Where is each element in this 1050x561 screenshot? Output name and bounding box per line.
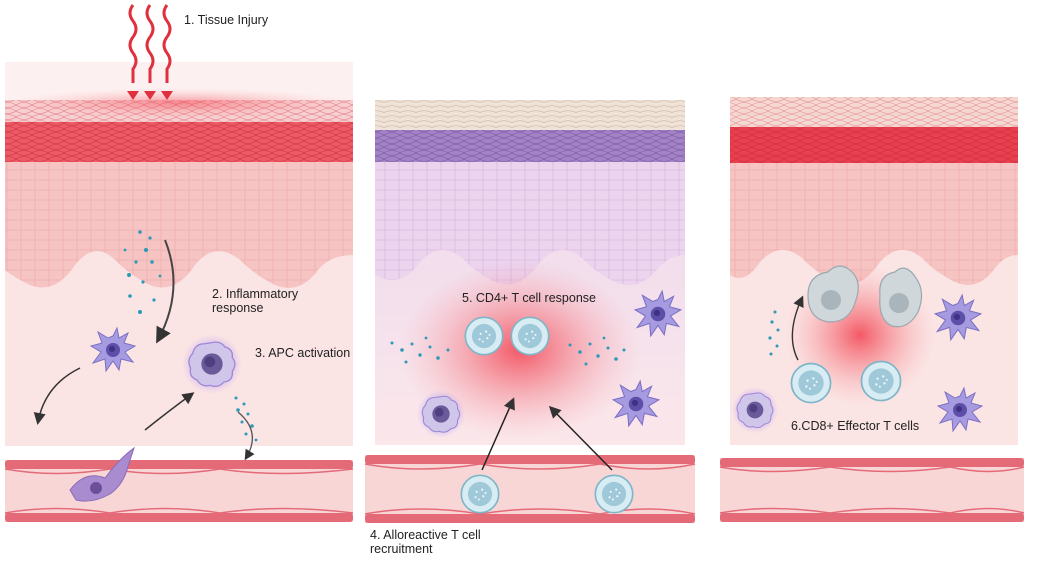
panel-cd4-response <box>364 100 696 523</box>
activated-apc-icon <box>416 389 466 439</box>
label-tissue-injury: 1. Tissue Injury <box>184 13 269 27</box>
t-cell-icon <box>460 474 500 514</box>
panel-tissue-injury <box>4 4 354 522</box>
label-alloreactive-recruitment: 4. Alloreactive T cell recruitment <box>370 528 481 556</box>
t-cell-icon <box>464 316 504 356</box>
blood-vessel-icon <box>364 455 696 523</box>
t-cell-icon <box>790 362 832 404</box>
t-cell-icon <box>807 265 923 328</box>
cytokine-dots-icon <box>123 230 162 314</box>
label-inflammatory-response: 2. Inflammatory response <box>212 287 299 315</box>
label-cd8-effector: 6.CD8+ Effector T cells <box>791 419 920 433</box>
t-cell-icon <box>510 316 550 356</box>
blood-vessel-icon <box>4 446 354 522</box>
activated-apc-icon <box>181 333 243 395</box>
label-cd4-response: 5. CD4+ T cell response <box>462 291 596 305</box>
t-cell-icon <box>594 474 634 514</box>
heat-wave-icon <box>128 4 172 83</box>
label-apc-activation: 3. APC activation <box>255 346 351 360</box>
panel-cd8-effector <box>719 97 1025 522</box>
blood-vessel-icon <box>719 458 1025 522</box>
activated-apc-icon <box>731 386 779 434</box>
t-cell-icon <box>860 360 902 402</box>
